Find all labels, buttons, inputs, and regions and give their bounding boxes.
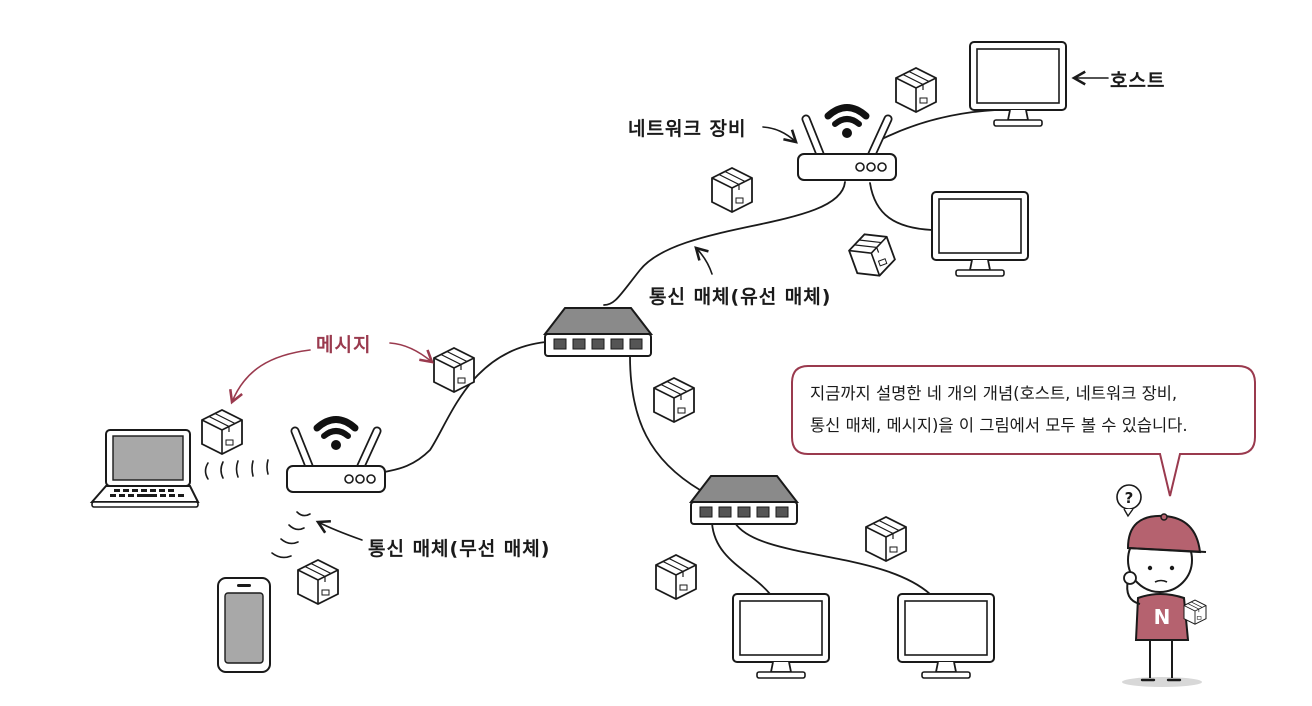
character-shirt [1134,593,1190,641]
message-box [895,67,937,113]
cable-router-host-right [869,182,933,231]
router-bottom [287,420,385,493]
speech-bubble: 지금까지 설명한 네 개의 개념(호스트, 네트워크 장비, 통신 매체, 메시… [792,366,1255,454]
bubble-line-1: 지금까지 설명한 네 개의 개념(호스트, 네트워크 장비, [810,384,1178,403]
label-message: 메시지 [316,334,372,356]
host-monitor-top [969,41,1067,127]
character: ? N [1116,484,1207,687]
bubble-line-2: 통신 매체, 메시지)을 이 그림에서 모두 볼 수 있습니다. [810,416,1188,435]
arrow-network-device [762,126,798,144]
message-box [653,377,695,423]
message-box [201,409,243,455]
cable-switch-host-left [711,522,771,595]
label-network-device: 네트워크 장비 [628,118,747,140]
switch-lower [690,475,798,525]
shirt-letter: N [1154,605,1171,629]
smartphone [217,577,271,673]
wireless-waves [204,459,311,559]
message-box [655,554,697,600]
question-mark: ? [1125,489,1134,507]
host-monitor-right [931,191,1029,277]
arrow-message-right [389,342,434,364]
label-wireless-medium: 통신 매체(무선 매체) [368,538,551,560]
laptop [89,429,200,508]
message-box [433,347,475,393]
message-box [711,167,753,213]
cables [384,109,997,595]
arrow-wireless-medium [315,520,363,541]
label-wired-medium: 통신 매체(유선 매체) [649,286,832,308]
label-host: 호스트 [1110,70,1166,92]
label-arrows [229,70,1109,541]
host-monitor-bottom-left [732,593,830,679]
character-shadow [1122,677,1202,687]
message-box [297,559,339,605]
cable-switch-host-right [734,522,931,595]
cable-switch-router-top [603,181,846,306]
router-top [798,108,896,181]
arrow-message-left [229,349,311,405]
arrow-wired-medium [694,246,713,275]
message-box [865,516,907,562]
speech-bubble-shape [791,365,1256,497]
cable-switch-router-left [384,341,547,473]
cable-router-host-top [879,109,997,141]
switch-center [544,307,652,357]
message-box-tilted [844,226,900,284]
host-monitor-bottom-right [897,593,995,679]
cable-switch-switch [629,355,701,491]
character-cap [1126,514,1202,554]
